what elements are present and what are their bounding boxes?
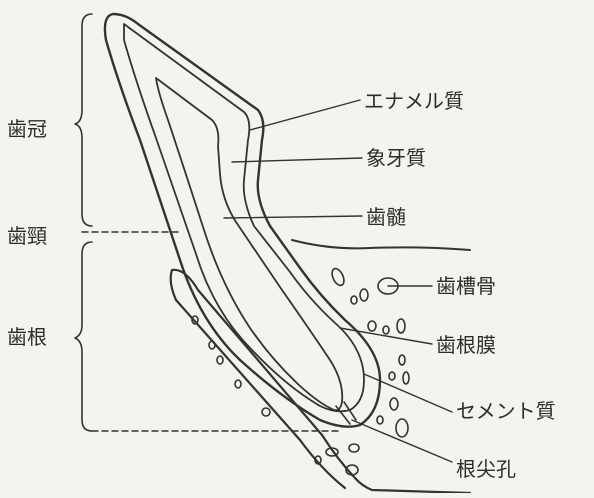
bone-cavity	[395, 418, 409, 438]
neck-label: 歯頸	[7, 224, 47, 248]
periodontal-ligament-label: 歯根膜	[436, 333, 496, 357]
apical-foramen-leader-line	[351, 419, 453, 463]
bone-cavity	[314, 455, 322, 465]
pulp-label: 歯髄	[366, 205, 406, 229]
crown-label: 歯冠	[7, 117, 47, 141]
bone-cavity	[234, 379, 242, 389]
tooth-outer-outline	[103, 12, 382, 428]
bone-cavity	[208, 340, 216, 350]
dentin-leader-line	[231, 157, 363, 163]
alveolar-bone-cavities	[191, 267, 410, 476]
bone-cavity	[388, 371, 396, 381]
bone-cavity	[382, 325, 390, 335]
bone-cavity	[389, 397, 399, 411]
bone-cavity	[345, 464, 359, 476]
root-bracket	[74, 241, 93, 432]
bone-cavity	[376, 415, 384, 425]
bone-cavity	[396, 318, 406, 334]
bone-cavity	[325, 447, 339, 457]
periodontal-ligament-leader-line	[339, 327, 433, 345]
gum-line	[291, 239, 471, 251]
enamel-leader-line	[249, 99, 361, 131]
bone-cavity	[348, 443, 360, 453]
crown-bracket	[74, 13, 93, 227]
pulp-chamber-outline	[155, 77, 344, 412]
alveolar-bone-label: 歯槽骨	[436, 274, 496, 298]
dentin-label: 象牙質	[366, 146, 426, 170]
bone-cavity	[261, 407, 271, 417]
enamel-label: エナメル質	[364, 89, 464, 113]
bone-cavity	[216, 355, 224, 365]
root-label: 歯根	[7, 325, 47, 349]
apical-foramen-label: 根尖孔	[456, 457, 516, 481]
cementum-leader-line	[363, 373, 453, 413]
apical-canal	[335, 401, 357, 425]
bone-cavity	[359, 288, 369, 302]
bone-cavity	[331, 267, 345, 287]
bone-cavity	[402, 371, 410, 385]
pulp-leader-line	[223, 215, 363, 219]
bone-cavity	[191, 315, 199, 325]
cementum-label: セメント質	[456, 399, 556, 423]
leader-lines	[223, 99, 453, 463]
bone-cavity	[398, 354, 406, 366]
bone-cavity	[350, 295, 358, 305]
bone-cavity	[367, 320, 377, 332]
